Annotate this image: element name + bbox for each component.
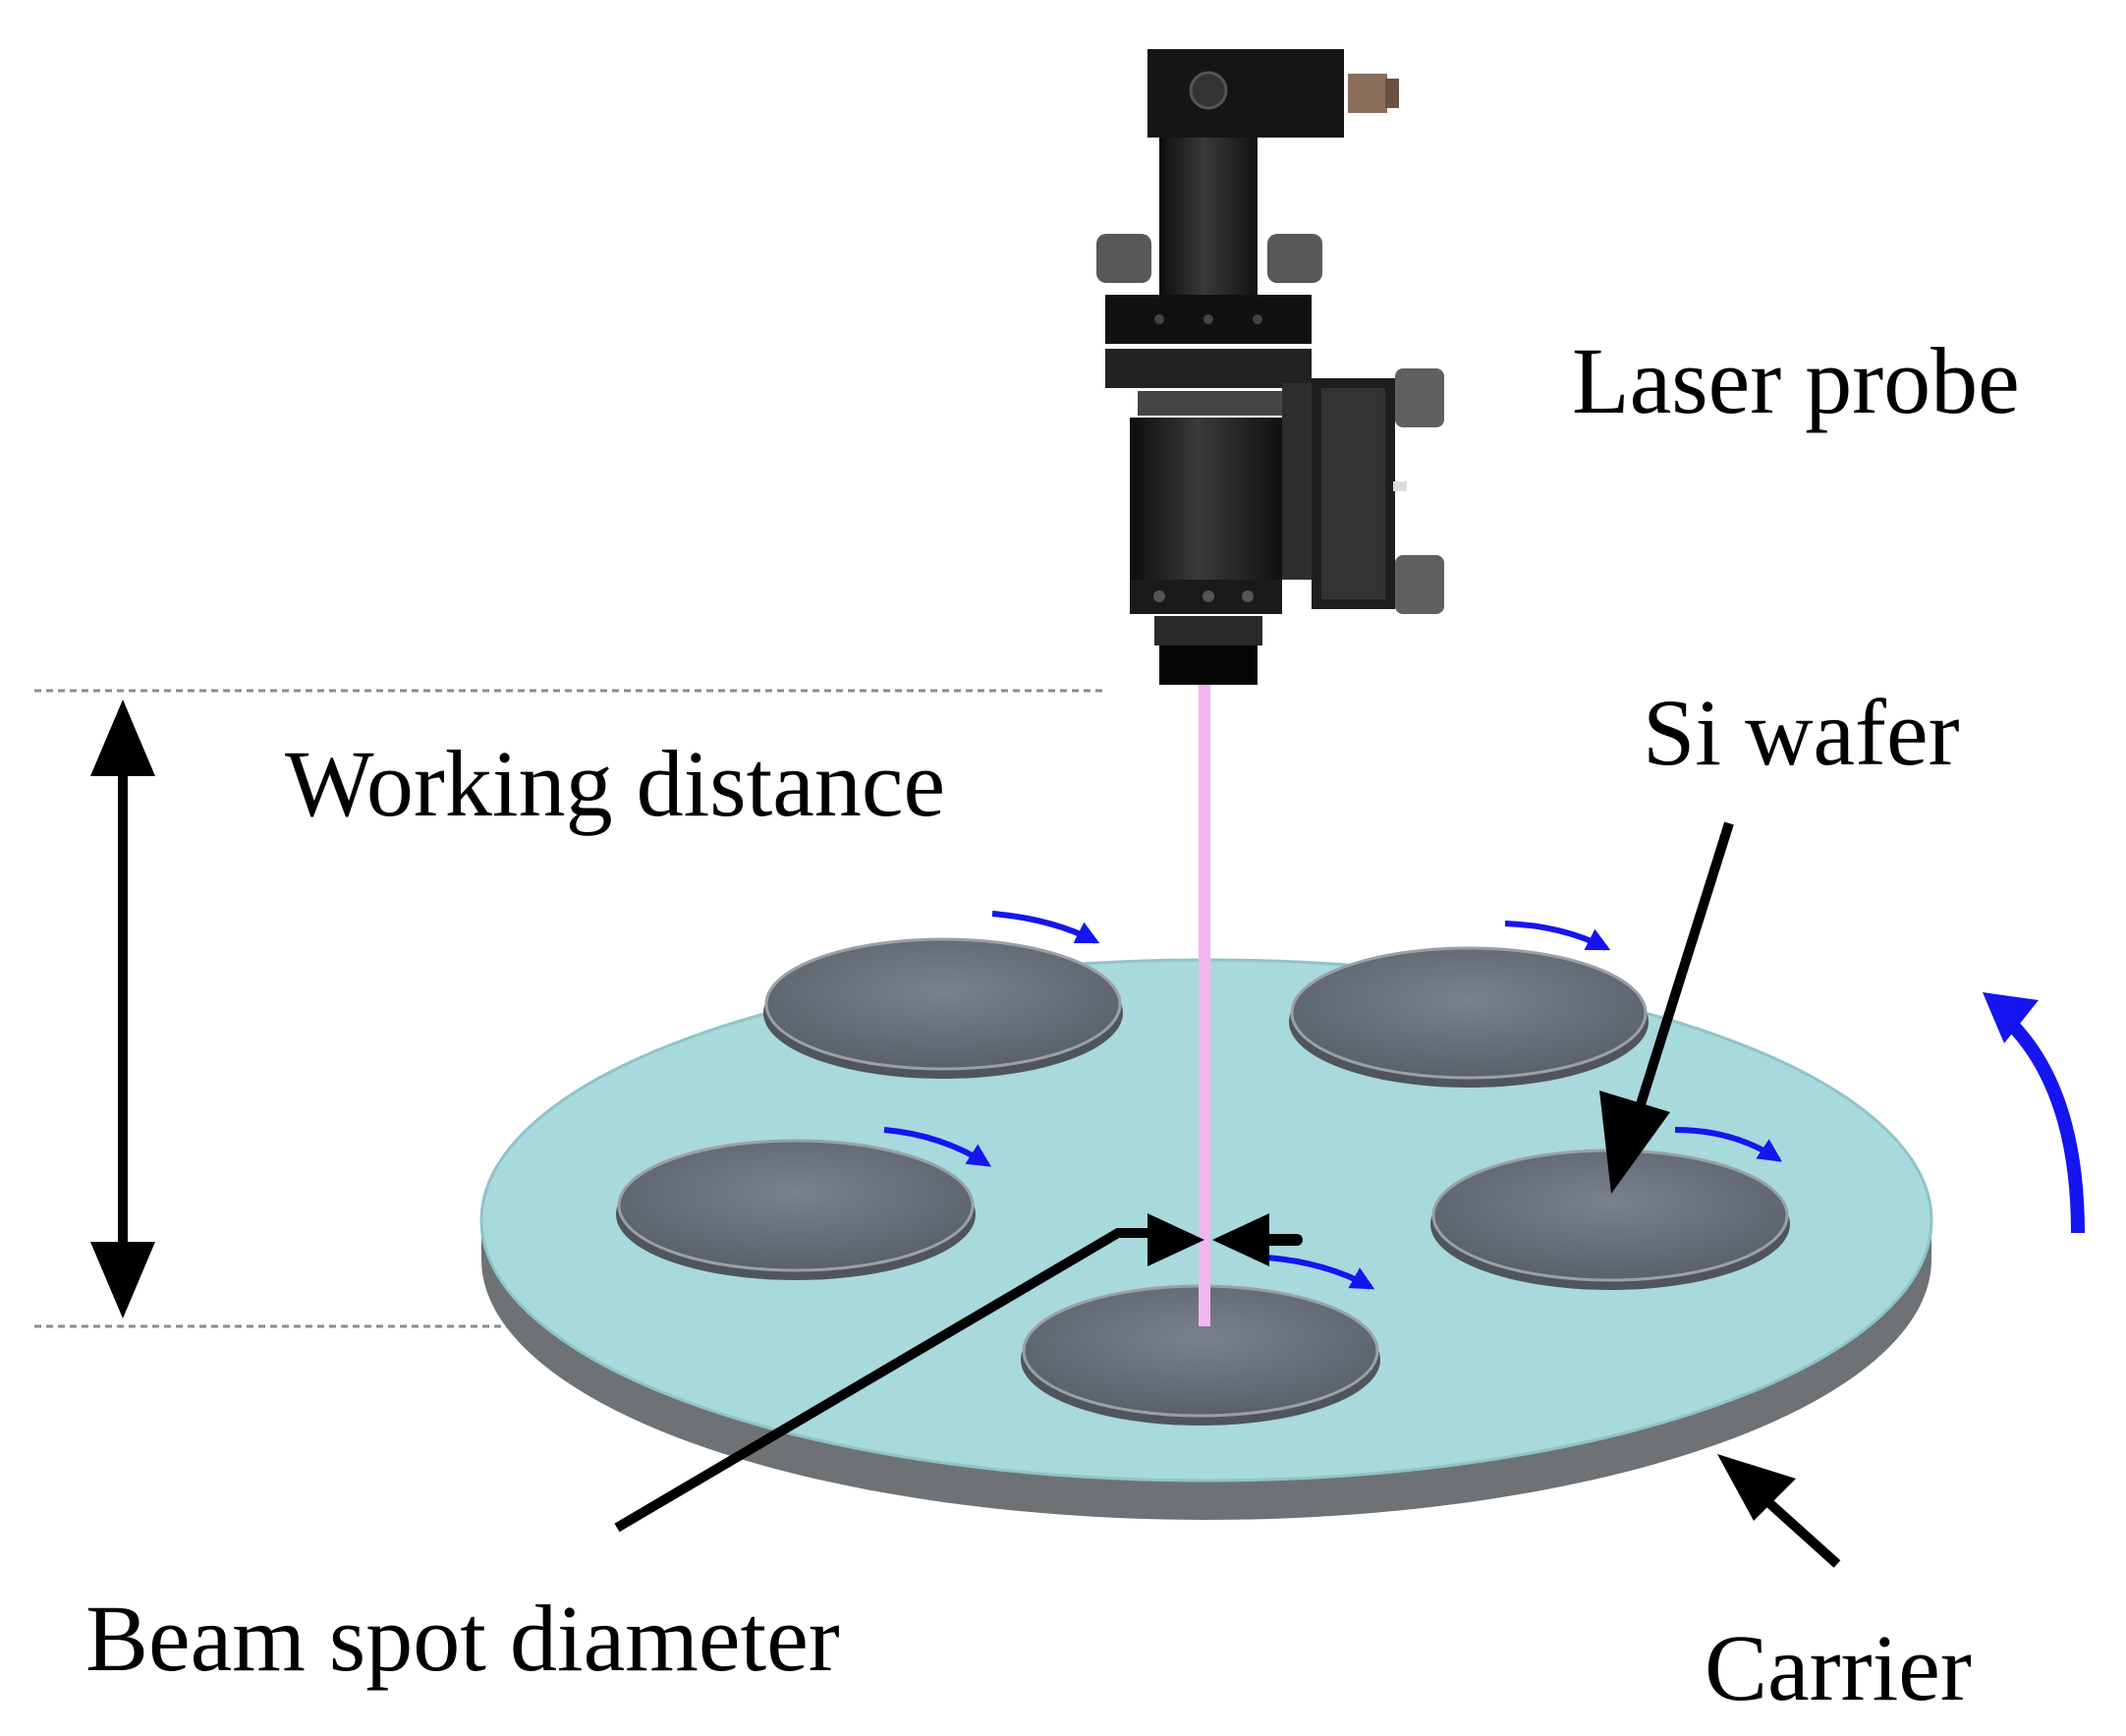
laser-beam bbox=[1199, 683, 1210, 1326]
laser-probe-assembly bbox=[1096, 49, 1444, 685]
working-distance-arrow bbox=[90, 700, 155, 1318]
wafer-rotation-arrow-1 bbox=[991, 911, 1100, 944]
carrier-pointer-arrow bbox=[1717, 1454, 1841, 1568]
si-wafer-label: Si wafer bbox=[1643, 680, 1960, 785]
wafer-middle-right bbox=[1430, 1148, 1790, 1290]
laser-probe-label: Laser probe bbox=[1572, 328, 2020, 433]
wafer-rotation-arrow-5 bbox=[1266, 1255, 1375, 1290]
beam-spot-diameter-callout bbox=[614, 1213, 1303, 1533]
carrier-label: Carrier bbox=[1705, 1615, 1972, 1720]
wafer-rotation-arrow-4 bbox=[1674, 1127, 1782, 1162]
wafer-rotation-arrow-2 bbox=[1504, 921, 1611, 951]
beam-spot-diameter-label: Beam spot diameter bbox=[85, 1586, 840, 1691]
working-distance-label: Working distance bbox=[285, 731, 946, 836]
wafer-top-left bbox=[763, 937, 1123, 1079]
wafer-bottom-center bbox=[1021, 1284, 1380, 1426]
wafer-middle-left bbox=[616, 1139, 976, 1280]
wafer-top-right bbox=[1289, 946, 1649, 1088]
carrier-rotation-arrow bbox=[1983, 992, 2085, 1234]
wafer-rotation-arrow-3 bbox=[883, 1127, 992, 1167]
si-wafer-pointer-arrow bbox=[1599, 821, 1734, 1194]
